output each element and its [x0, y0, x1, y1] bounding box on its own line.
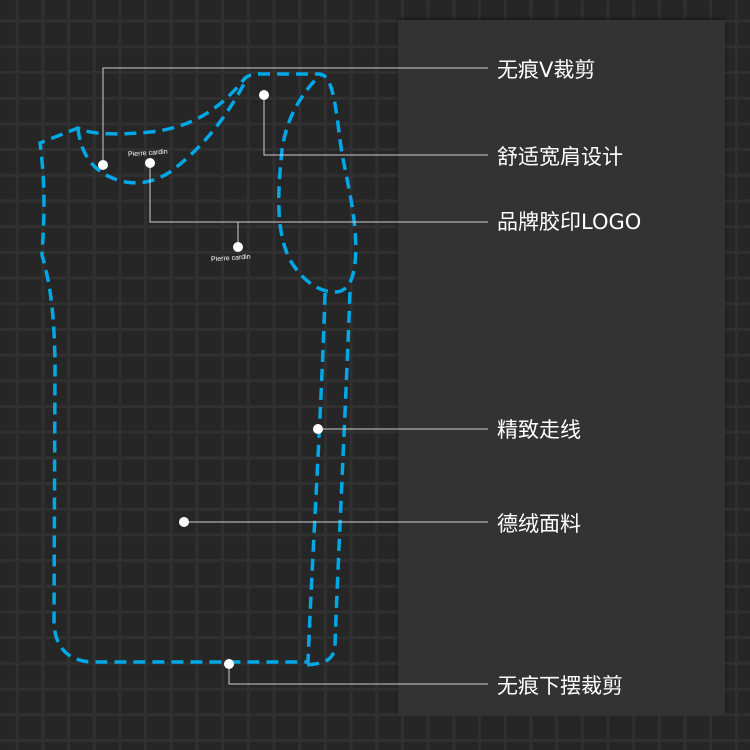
feature-label-stitching: 精致走线 [497, 418, 581, 442]
callout-dot-hem [224, 659, 234, 669]
callout-dot-shoulder [259, 90, 269, 100]
callout-dot-logo-detail [233, 242, 243, 252]
neckline [76, 81, 247, 185]
callout-line-hem [228, 664, 488, 685]
feature-label-hem: 无痕下摆裁剪 [497, 674, 623, 698]
callout-dot-fabric [179, 517, 189, 527]
feature-label-fabric: 德绒面料 [497, 512, 581, 536]
feature-label-shoulder: 舒适宽肩设计 [497, 145, 623, 169]
callout-dot-logo [145, 158, 155, 168]
callout-dot-stitching [313, 424, 323, 434]
callout-line-shoulder [263, 95, 488, 156]
callout-line-logo [149, 163, 488, 247]
body-right-side [304, 291, 352, 667]
callout-dot-v-cut [98, 160, 108, 170]
body-outline [38, 72, 358, 664]
feature-label-v-cut: 无痕V裁剪 [497, 58, 596, 82]
callout-line-v-cut [102, 67, 488, 165]
feature-label-logo: 品牌胶印LOGO [497, 210, 642, 234]
feature-panel [398, 20, 725, 715]
